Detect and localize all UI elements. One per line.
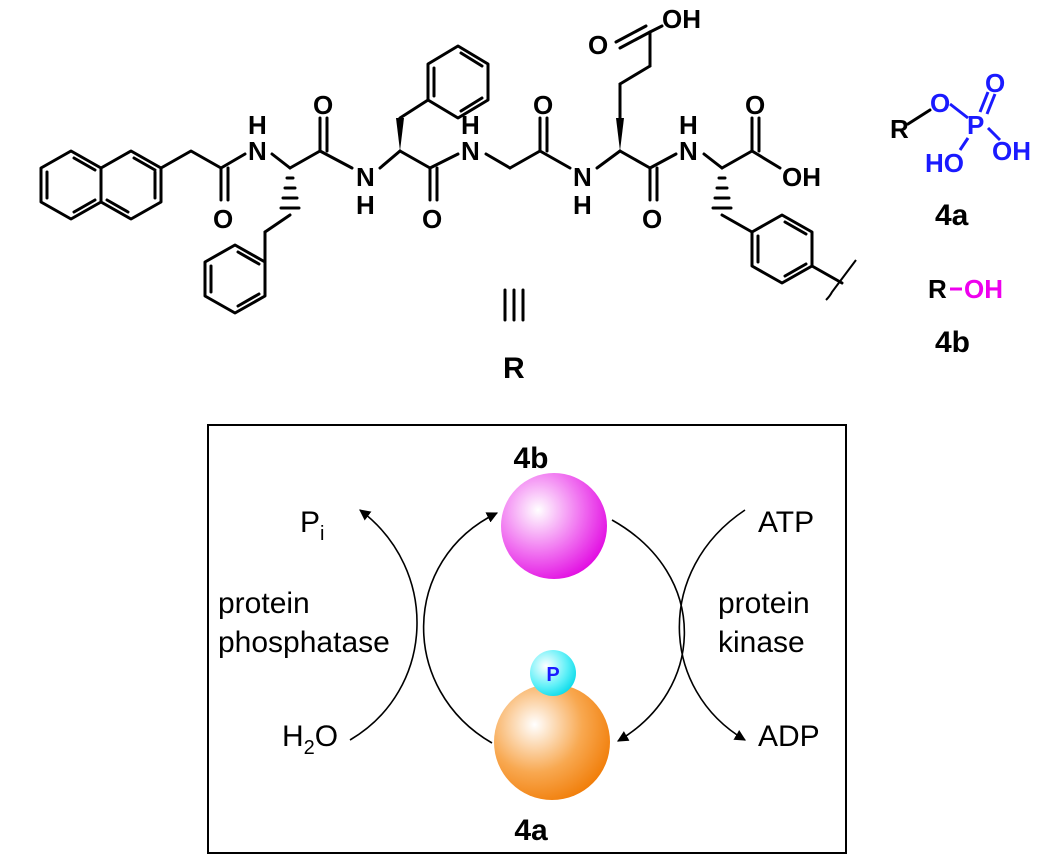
atom-n: N bbox=[356, 162, 375, 192]
atom-o: O bbox=[313, 90, 333, 120]
peptide-structure: N H O O N H bbox=[39, 4, 857, 315]
sphere-4a-phosphorylated bbox=[494, 684, 610, 800]
label-adp: ADP bbox=[758, 720, 820, 753]
atom-oh: OH bbox=[992, 136, 1031, 166]
arrow-dephosphorylation bbox=[422, 512, 499, 744]
atom-o: O bbox=[213, 204, 233, 234]
cycle-bottom-label: 4a bbox=[514, 814, 548, 847]
compound-label-4b: 4b bbox=[935, 326, 970, 359]
compound-4b: R OH bbox=[928, 274, 1003, 304]
compound-4a: R O P O HO OH bbox=[890, 68, 1031, 178]
atom-o: O bbox=[533, 90, 553, 120]
label-atp: ATP bbox=[758, 506, 814, 539]
atom-h: H bbox=[356, 190, 375, 220]
atom-ho: HO bbox=[925, 148, 964, 178]
arrow-phosphorylation bbox=[611, 519, 686, 742]
phosphate-badge bbox=[530, 650, 576, 696]
cycle-box bbox=[207, 424, 847, 854]
arrow-atp-to-adp bbox=[678, 509, 746, 741]
atom-o: O bbox=[745, 90, 765, 120]
atom-oh: OH bbox=[662, 4, 701, 34]
label-enzyme-phosphatase-line2: phosphatase bbox=[218, 626, 390, 659]
atom-o: O bbox=[422, 204, 442, 234]
stereo-hash bbox=[279, 176, 301, 210]
naphthalene-ring bbox=[39, 149, 163, 221]
label-water: H2O bbox=[282, 720, 338, 759]
arrow-water-to-pi bbox=[349, 509, 418, 741]
atom-h: H bbox=[679, 110, 698, 140]
compound-label-4a: 4a bbox=[935, 199, 969, 232]
label-enzyme-kinase-line2: kinase bbox=[718, 626, 805, 659]
label-enzyme-kinase-line1: protein bbox=[718, 587, 810, 620]
atom-n: N bbox=[461, 136, 480, 166]
phosphate-badge-label: P bbox=[546, 664, 559, 686]
atom-oh: OH bbox=[964, 274, 1003, 304]
atom-oh: OH bbox=[782, 162, 821, 192]
atom-o: O bbox=[588, 30, 608, 60]
atom-o: O bbox=[930, 88, 950, 118]
atom-n: N bbox=[248, 136, 267, 166]
atom-h: H bbox=[573, 190, 592, 220]
label-enzyme-phosphatase-line1: protein bbox=[218, 587, 310, 620]
atom-r: R bbox=[928, 274, 947, 304]
label-pi: Pi bbox=[300, 506, 324, 545]
atom-o: O bbox=[642, 204, 662, 234]
atom-n: N bbox=[573, 162, 592, 192]
attachment-wavy-bond bbox=[825, 259, 857, 301]
equivalence-symbol bbox=[503, 288, 525, 322]
atom-r: R bbox=[890, 114, 909, 144]
atom-p: P bbox=[967, 110, 984, 140]
atom-h: H bbox=[248, 110, 267, 140]
sphere-4b-dephosphorylated bbox=[501, 473, 607, 579]
cycle-top-label: 4b bbox=[513, 442, 548, 475]
structure-label-r: R bbox=[503, 352, 525, 385]
atom-n: N bbox=[679, 136, 698, 166]
stereo-hash bbox=[711, 176, 733, 210]
atom-h: H bbox=[461, 110, 480, 140]
atom-o: O bbox=[985, 68, 1005, 98]
